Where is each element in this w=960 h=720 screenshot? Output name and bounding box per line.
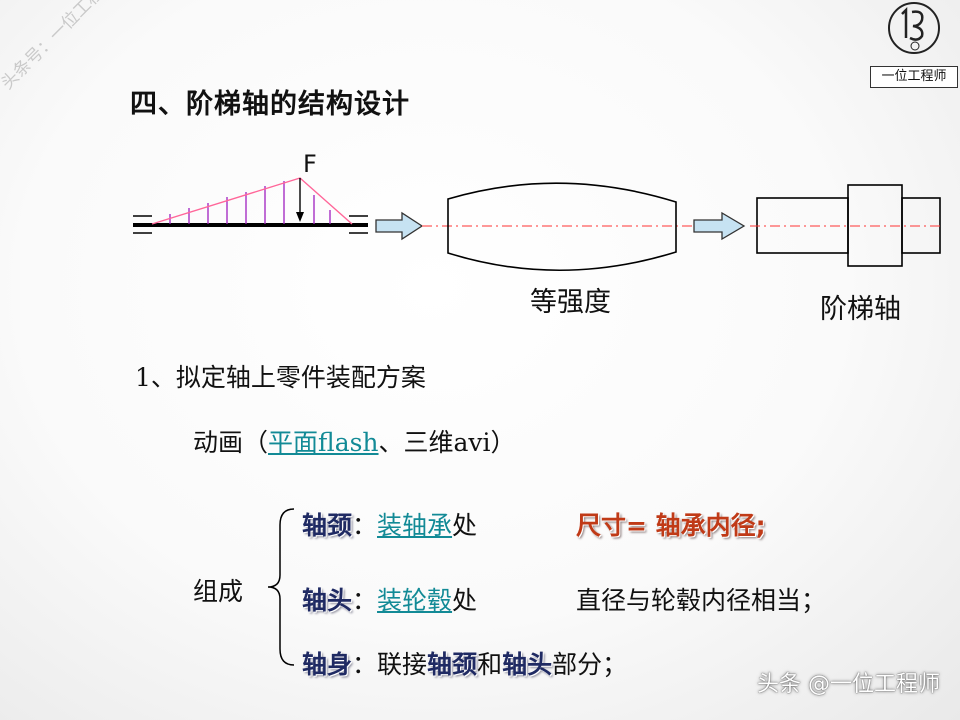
colon: ：	[352, 650, 378, 679]
body-text3: 部分；	[552, 650, 628, 679]
term-journal: 轴颈	[302, 511, 353, 540]
arrow-right-icon	[693, 211, 746, 241]
head-note: 直径与轮毂内径相当；	[576, 586, 827, 615]
moment-outline	[151, 177, 353, 225]
support-left	[133, 215, 152, 234]
term-body: 轴身	[302, 650, 353, 679]
journal-note: 尺寸= 轴承内径;	[576, 511, 766, 540]
composition-label: 组成	[193, 577, 244, 606]
support-right	[349, 215, 368, 234]
bearing-link[interactable]: 装轴承	[377, 511, 453, 540]
logo-emblem-icon	[888, 2, 940, 54]
colon: ：	[352, 586, 378, 615]
row-after: 处	[452, 511, 478, 540]
composition-row-journal: 轴颈：装轴承处	[302, 506, 477, 542]
watermark-bottom: 头条 @一位工程师	[757, 672, 940, 697]
animation-prefix: 动画（	[193, 428, 269, 457]
hub-link[interactable]: 装轮毂	[377, 586, 453, 615]
colon: ：	[352, 511, 378, 540]
logo-label: 一位工程师	[870, 66, 958, 88]
equal-strength-label: 等强度	[530, 287, 611, 318]
shaft-diagram	[133, 177, 944, 272]
body-text2: 和	[477, 650, 503, 679]
equal-strength-shape	[447, 182, 677, 272]
term-head: 轴头	[302, 586, 353, 615]
row-after: 处	[452, 586, 478, 615]
term-head-ref: 轴头	[502, 650, 553, 679]
term-journal-ref: 轴颈	[427, 650, 478, 679]
page-title: 四、阶梯轴的结构设计	[130, 89, 410, 120]
flash-link[interactable]: 平面flash	[268, 428, 379, 457]
animation-line: 动画（平面flash、三维avi）	[193, 423, 516, 459]
force-arrow	[296, 178, 304, 222]
section-heading: 1、拟定轴上零件装配方案	[135, 363, 426, 392]
composition-row-body: 轴身：联接轴颈和轴头部分；	[302, 645, 627, 681]
composition-row-head: 轴头：装轮毂处	[302, 581, 477, 617]
moment-hatch	[169, 181, 331, 224]
force-label: F	[303, 150, 317, 178]
stepped-shaft-label: 阶梯轴	[820, 294, 901, 325]
arrow-right-icon	[375, 211, 424, 241]
animation-suffix: 、三维avi）	[378, 428, 516, 457]
curly-brace-icon	[267, 508, 295, 666]
logo: 一位工程师	[866, 0, 958, 90]
body-text1: 联接	[377, 650, 428, 679]
